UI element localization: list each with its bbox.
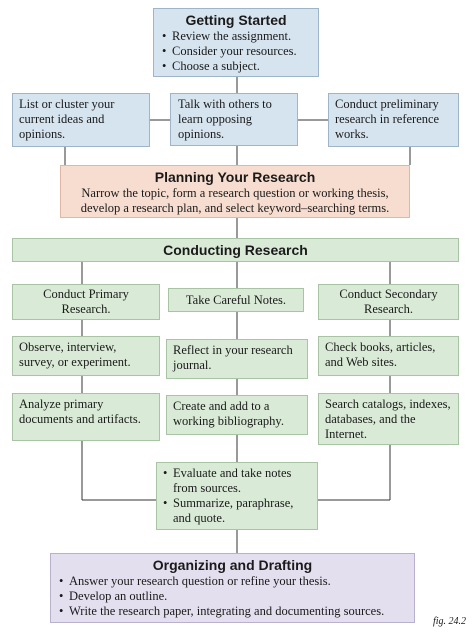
list-item: Answer your research question or refine … — [59, 574, 406, 589]
conducting-box: Conducting Research — [12, 238, 459, 262]
getting-started-title: Getting Started — [185, 12, 287, 28]
secondary-step2: Search catalogs, indexes, databases, and… — [325, 397, 451, 441]
notes-step1: Reflect in your research journal. — [173, 343, 293, 372]
organizing-box: Organizing and Drafting Answer your rese… — [50, 553, 415, 623]
list-item: Review the assignment. — [162, 29, 310, 44]
getting-started-list: Review the assignment. Consider your res… — [162, 29, 310, 74]
evaluate-list: Evaluate and take notes from sources. Su… — [163, 466, 311, 526]
prelim-middle-box: Talk with others to learn opposing opini… — [170, 93, 298, 146]
getting-started-box: Getting Started Review the assignment. C… — [153, 8, 319, 77]
planning-box: Planning Your Research Narrow the topic,… — [60, 165, 410, 218]
prelim-middle-text: Talk with others to learn opposing opini… — [178, 97, 272, 141]
primary-step2-box: Analyze primary documents and artifacts. — [12, 393, 160, 441]
list-item: Summarize, paraphrase, and quote. — [163, 496, 311, 526]
list-item: Write the research paper, integrating an… — [59, 604, 406, 619]
planning-title: Planning Your Research — [154, 169, 316, 185]
notes-step1-box: Reflect in your research journal. — [166, 339, 308, 379]
prelim-left-box: List or cluster your current ideas and o… — [12, 93, 150, 147]
notes-heading-box: Take Careful Notes. — [168, 288, 304, 312]
secondary-step2-box: Search catalogs, indexes, databases, and… — [318, 393, 459, 445]
notes-step2-box: Create and add to a working bibliography… — [166, 395, 308, 435]
notes-heading: Take Careful Notes. — [185, 293, 287, 307]
list-item: Choose a subject. — [162, 59, 310, 74]
list-item: Evaluate and take notes from sources. — [163, 466, 311, 496]
evaluate-box: Evaluate and take notes from sources. Su… — [156, 462, 318, 530]
secondary-step1: Check books, articles, and Web sites. — [325, 340, 436, 369]
figure-caption: fig. 24.2 — [432, 616, 466, 627]
organizing-list: Answer your research question or refine … — [59, 574, 406, 619]
primary-heading: Conduct Primary Research. — [43, 287, 129, 316]
primary-heading-box: Conduct Primary Research. — [12, 284, 160, 320]
secondary-heading-box: Conduct Secondary Research. — [318, 284, 459, 320]
secondary-heading: Conduct Secondary Research. — [339, 287, 438, 316]
conducting-title: Conducting Research — [163, 242, 308, 258]
planning-text: Narrow the topic, form a research questi… — [80, 186, 390, 215]
primary-step2: Analyze primary documents and artifacts. — [19, 397, 141, 426]
organizing-title: Organizing and Drafting — [152, 557, 313, 573]
prelim-left-text: List or cluster your current ideas and o… — [19, 97, 115, 141]
list-item: Consider your resources. — [162, 44, 310, 59]
primary-step1-box: Observe, interview, survey, or experimen… — [12, 336, 160, 376]
prelim-right-text: Conduct preliminary research in referenc… — [335, 97, 440, 141]
notes-step2: Create and add to a working bibliography… — [173, 399, 284, 428]
list-item: Develop an outline. — [59, 589, 406, 604]
secondary-step1-box: Check books, articles, and Web sites. — [318, 336, 459, 376]
primary-step1: Observe, interview, survey, or experimen… — [19, 340, 131, 369]
prelim-right-box: Conduct preliminary research in referenc… — [328, 93, 459, 147]
